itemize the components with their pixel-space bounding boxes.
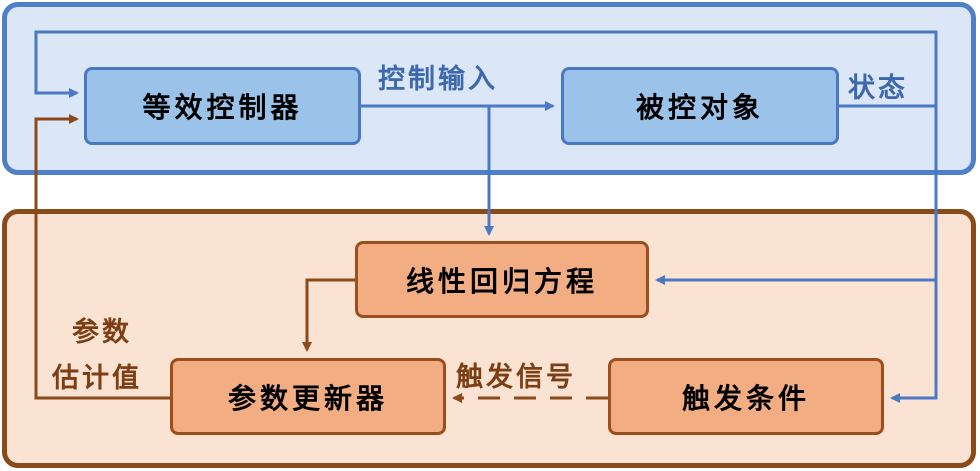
arrow-state-to-trigger: [890, 280, 938, 403]
parameter-updater-box: 参数更新器: [170, 358, 446, 435]
trigger-signal-label: 触发信号: [456, 362, 576, 393]
param-estimate-label-line1: 参数: [72, 317, 132, 348]
trigger-condition-box: 触发条件: [608, 358, 884, 435]
state-label: 状态: [848, 73, 908, 104]
control-input-label: 控制输入: [378, 64, 498, 95]
controlled-plant-box: 被控对象: [561, 67, 839, 145]
arrow-param-estimate: [34, 114, 170, 400]
arrow-regression-to-updater: [302, 278, 355, 352]
param-estimate-label-line2: 估计值: [52, 363, 142, 394]
arrow-state-out: [34, 30, 938, 108]
linear-regression-box: 线性回归方程: [355, 241, 649, 318]
equivalent-controller-box: 等效控制器: [84, 67, 361, 145]
